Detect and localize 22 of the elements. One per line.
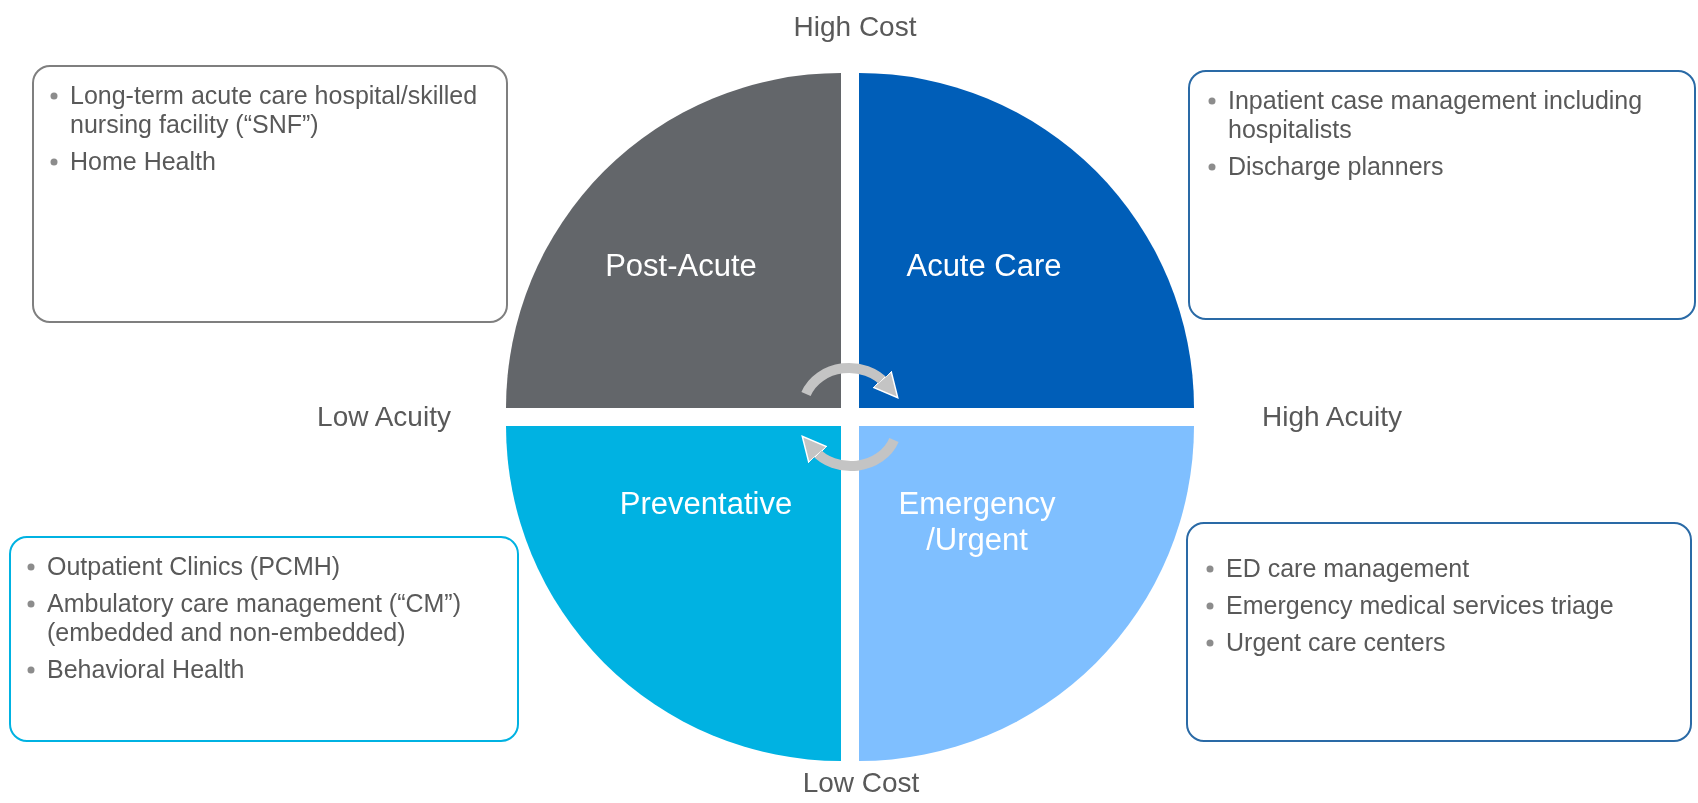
quadrant-title: Emergency /Urgent xyxy=(897,486,1057,558)
bullet-text: Ambulatory care management (“CM”) (embedded and non-embedded) xyxy=(47,589,461,646)
quadrant-title: Preventative xyxy=(618,486,794,522)
quadrant-title: Acute Care xyxy=(905,248,1063,284)
axis-label: High Acuity xyxy=(1261,401,1403,433)
text-box xyxy=(1188,70,1696,320)
axis-label: Low Cost xyxy=(802,767,920,799)
bullet-text: Long-term acute care hospital/skilled nursing facility (“SNF”) xyxy=(70,81,478,138)
text-box xyxy=(32,65,508,323)
bullet-text: Outpatient Clinics (PCMH) xyxy=(47,552,341,580)
axis-label: High Cost xyxy=(793,11,917,43)
quadrant-title: Post-Acute xyxy=(604,248,758,284)
bullet-text: Home Health xyxy=(70,147,216,175)
bullet-text: Discharge planners xyxy=(1228,152,1444,180)
bullet-text: ED care management xyxy=(1226,554,1470,582)
text-box xyxy=(1186,522,1692,742)
bullet-text: Emergency medical services triage xyxy=(1226,591,1614,619)
bullet-text: Behavioral Health xyxy=(47,655,245,683)
bullet-text: Inpatient case management including hospitalists xyxy=(1228,86,1643,143)
bullet-text: Urgent care centers xyxy=(1226,628,1446,656)
axis-label: Low Acuity xyxy=(317,401,451,433)
text-box xyxy=(9,536,519,742)
